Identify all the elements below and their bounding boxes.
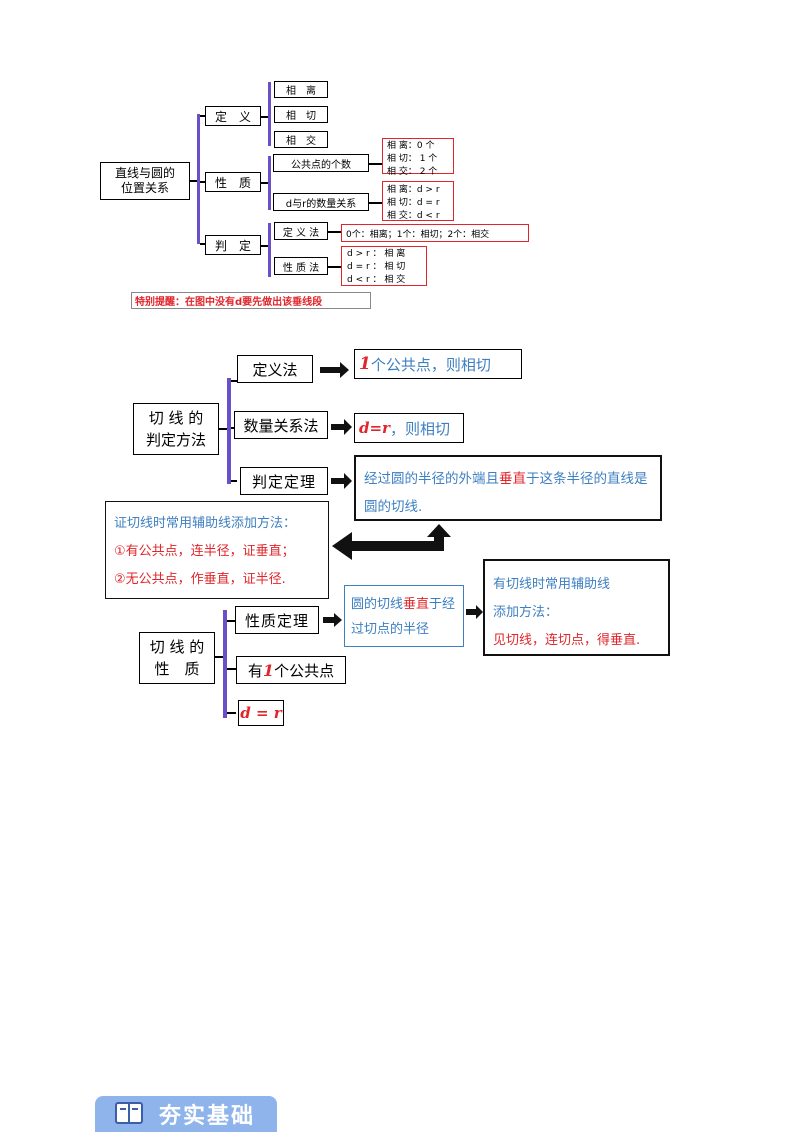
auxiliary-box: 证切线时常用辅助线添加方法： ①有公共点，连半径，证垂直； ②无公共点，作垂直，… bbox=[105, 501, 329, 599]
property-node: 性 质 bbox=[205, 172, 261, 192]
arrow-right-icon bbox=[323, 612, 343, 632]
quantity-method-node: 数量关系法 bbox=[234, 411, 328, 439]
section-badge: 夯实基础 bbox=[95, 1096, 277, 1132]
definition-method-node: 定 义 法 bbox=[274, 222, 328, 240]
arrow-right-icon bbox=[466, 604, 484, 624]
property-theorem-node: 性质定理 bbox=[235, 606, 319, 634]
definition-method-result: 1 个公共点，则相切 bbox=[354, 349, 522, 379]
definition-node: 定 义 bbox=[205, 106, 261, 126]
section-title: 夯实基础 bbox=[159, 1104, 256, 1129]
dr-results-box: 相 离：d > r 相 切：d = r 相 交：d < r bbox=[382, 181, 454, 221]
definition-item: 相 离 bbox=[274, 81, 328, 98]
arrow-right-icon bbox=[331, 418, 353, 440]
definition-item: 相 交 bbox=[274, 131, 328, 148]
definition-item: 相 切 bbox=[274, 106, 328, 123]
arrow-right-icon bbox=[320, 361, 350, 383]
d-equals-r-node: d = r bbox=[238, 700, 284, 726]
theorem-box: 经过圆的半径的外端且垂直于这条半径的直线是圆的切线. bbox=[354, 455, 662, 521]
elbow-arrow-icon bbox=[330, 524, 452, 568]
judgement-node: 判 定 bbox=[205, 235, 261, 255]
root-node: 切 线 的 判定方法 bbox=[133, 403, 219, 455]
property-method-result: d > r ： 相 离 d = r ： 相 切 d < r ： 相 交 bbox=[341, 246, 427, 286]
special-note: 特别提醒：在图中没有d要先做出该垂线段 bbox=[131, 292, 371, 309]
book-icon bbox=[113, 1098, 145, 1130]
auxiliary-box: 有切线时常用辅助线 添加方法： 见切线，连切点，得垂直. bbox=[483, 559, 670, 656]
d-r-relation-node: d与r的数量关系 bbox=[273, 193, 369, 211]
property-method-node: 性 质 法 bbox=[274, 257, 328, 275]
definition-method-result: 0个：相离；1个：相切；2个：相交 bbox=[341, 224, 529, 242]
property-theorem-box: 圆的切线垂直于经过切点的半径 bbox=[344, 585, 464, 647]
arrow-right-icon bbox=[331, 472, 353, 494]
theorem-method-node: 判定定理 bbox=[240, 467, 328, 495]
count-results-box: 相 离：0 个 相 切： 1 个 相 交： 2 个 bbox=[382, 138, 454, 177]
root-node: 直线与圆的 位置关系 bbox=[100, 162, 190, 200]
definition-method-node: 定义法 bbox=[237, 355, 313, 383]
quantity-method-result: d=r ，则相切 bbox=[354, 413, 464, 443]
root-node: 切 线 的 性 质 bbox=[139, 632, 215, 684]
common-point-count-node: 公共点的个数 bbox=[273, 154, 369, 172]
